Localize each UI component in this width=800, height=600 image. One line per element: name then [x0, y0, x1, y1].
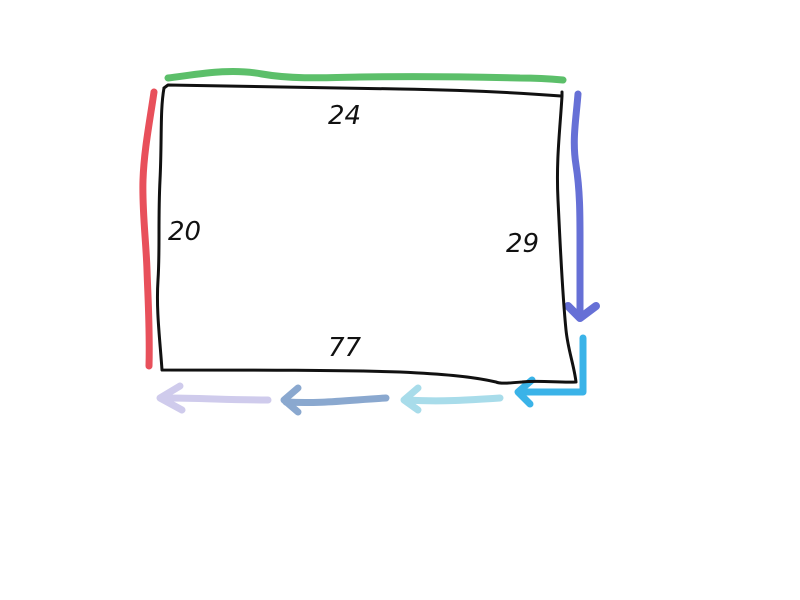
bottom-arrow-1 [404, 394, 504, 405]
bottom-arrow-2 [282, 394, 390, 407]
bottom-arrow-3-head [156, 382, 186, 414]
right-side-label: 29 [506, 229, 539, 259]
bottom-arrow-3 [160, 394, 272, 404]
right-side-arrow [570, 90, 584, 314]
bottom-side-label: 77 [328, 333, 362, 363]
shape-outline [155, 83, 578, 385]
corner-arrow-head [514, 376, 536, 408]
left-side-label: 20 [168, 217, 201, 247]
right-arrow-head [564, 302, 600, 322]
bottom-arrow-1-head [400, 384, 422, 414]
top-side-marker [164, 67, 567, 84]
left-side-marker [139, 88, 158, 370]
top-side-label: 24 [328, 101, 361, 131]
bottom-arrow-2-head [280, 384, 302, 416]
corner-arrow [518, 334, 587, 396]
